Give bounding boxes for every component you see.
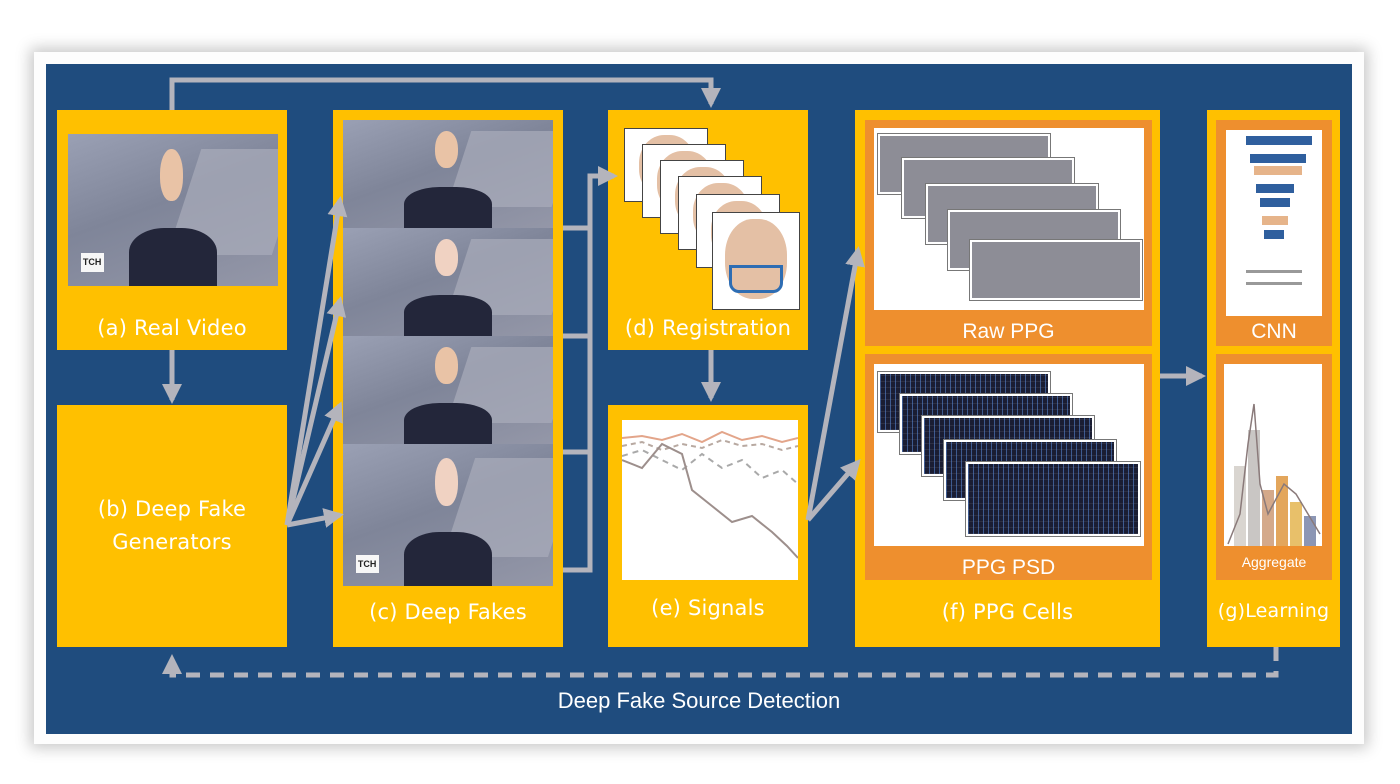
generators-label-line2: Generators [112, 530, 232, 554]
histogram-bar [1248, 430, 1260, 546]
footer-title: Deep Fake Source Detection [557, 688, 841, 713]
signal-curve-4 [621, 442, 799, 559]
signals-label: (e) Signals [651, 596, 765, 620]
deep-fake-frame-2 [343, 228, 553, 336]
cnn-layer-5 [1260, 198, 1290, 207]
feedback-dashed-arrow [162, 647, 1279, 678]
real-video-frame: TCH [68, 134, 278, 286]
deep-fake-frame-3 [343, 336, 553, 444]
deep-fake-frame-4: TCH [343, 444, 553, 586]
histogram-curve [1227, 403, 1321, 545]
arrow-fake-2-to-registration [563, 228, 593, 339]
cnn-dense-2 [1246, 282, 1302, 285]
cnn-diagram [1226, 130, 1322, 316]
cnn-layer-7 [1264, 230, 1284, 239]
histogram-curves [1227, 403, 1321, 545]
arrow-generators-to-fake-1 [284, 196, 348, 526]
cnn-dense-1 [1246, 270, 1302, 273]
raw-ppg-sheet-5 [969, 239, 1143, 301]
ppg-cells-label: (f) PPG Cells [941, 600, 1074, 624]
real-video-label: (a) Real Video [97, 316, 247, 340]
learning-label: (g)Learning [1217, 600, 1330, 622]
arrow-fake-3-to-registration [563, 336, 593, 455]
aggregate-label: Aggregate [1241, 554, 1307, 570]
arrow-signals-to-ppg-psd [806, 458, 861, 522]
arrow-fake-4-to-registration [563, 452, 593, 573]
signal-curve-2 [621, 438, 799, 452]
ppg-psd-sheet-5 [965, 461, 1141, 537]
generators-box [57, 405, 287, 647]
channel-logo: TCH [80, 252, 104, 273]
arrow-real-to-registration [169, 77, 721, 110]
arrow-fake-1-to-registration [563, 166, 618, 231]
arrow-generators-to-fake-4 [286, 508, 344, 528]
cnn-label: CNN [1251, 320, 1297, 343]
arrow-signals-to-raw-ppg [805, 246, 865, 521]
raw-ppg-image [874, 128, 1144, 310]
signal-curves [621, 430, 799, 559]
cnn-layer-6 [1262, 216, 1288, 225]
cnn-layer-4 [1256, 184, 1294, 193]
registration-label: (d) Registration [624, 316, 792, 340]
deep-fakes-label: (c) Deep Fakes [369, 600, 527, 624]
ppg-psd-image [874, 364, 1144, 546]
arrow-generators-to-fake-2 [284, 296, 347, 526]
cnn-layer-3 [1254, 166, 1302, 175]
raw-ppg-label: Raw PPG [962, 320, 1055, 343]
arrow-generators-to-fake-3 [284, 401, 343, 527]
aggregate-histogram [1224, 364, 1322, 546]
registration-face-6 [712, 212, 800, 310]
signals-plot [621, 420, 799, 580]
signal-curve-3 [621, 448, 799, 485]
histogram-bar [1290, 502, 1302, 546]
ppg-psd-label: PPG PSD [961, 556, 1056, 579]
deep-fake-frame-1 [343, 120, 553, 228]
cnn-layer-2 [1250, 154, 1306, 163]
cnn-layer-1 [1246, 136, 1312, 145]
channel-logo: TCH [355, 554, 379, 574]
generators-label-line1: (b) Deep Fake [97, 497, 247, 521]
signal-curve-1 [621, 430, 799, 444]
